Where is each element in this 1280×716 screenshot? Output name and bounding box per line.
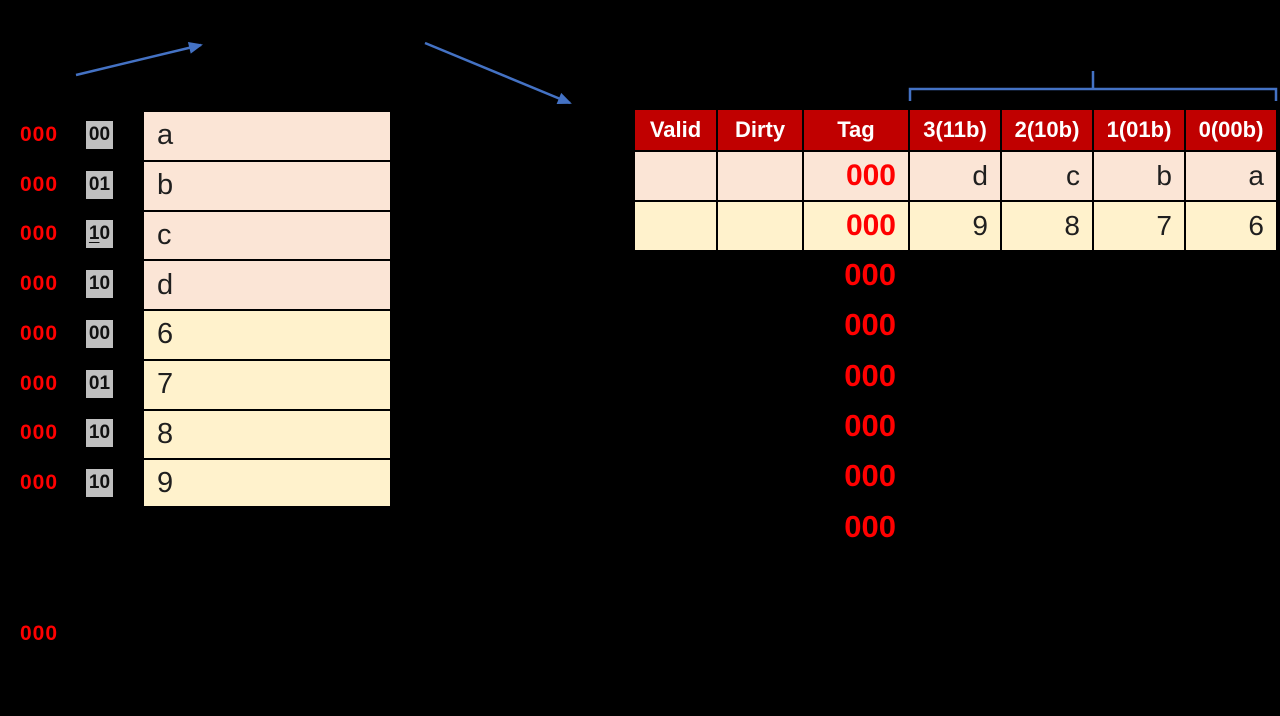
block-bracket-icon	[908, 71, 1278, 101]
memory-offset-badge: 10	[86, 469, 113, 498]
memory-offset-badge: 01	[86, 369, 113, 398]
memory-offset-badge: 00	[86, 319, 113, 348]
cache-data-cell: 8	[1002, 202, 1092, 250]
pending-tag-column: 000 000 000 000 000 000	[804, 250, 908, 552]
memory-offset-badge: 00	[86, 120, 113, 149]
cache-data-cell: b	[1094, 152, 1184, 200]
memory-cell: 7	[142, 358, 392, 409]
memory-offset-rest: 0	[99, 223, 111, 245]
cache-data-cell: c	[1002, 152, 1092, 200]
memory-row: 000 01 b	[0, 159, 400, 210]
memory-cell-value: 8	[157, 417, 174, 450]
memory-row: 000 00 a	[0, 110, 400, 160]
memory-cell-value: 6	[157, 318, 174, 351]
memory-tag-label: 000	[20, 122, 59, 146]
memory-offset-badge: 10	[86, 270, 113, 299]
memory-cell: b	[142, 159, 392, 210]
arrow-address-icon	[75, 41, 203, 77]
memory-tag-label: 000	[20, 471, 59, 495]
cache-data-cell: 6	[1186, 202, 1276, 250]
cache-header-word3: 3(11b)	[910, 110, 1000, 150]
cache-header-dirty: Dirty	[718, 110, 802, 150]
pending-tag-label: 000	[844, 307, 896, 343]
memory-cell-value: 7	[157, 368, 174, 401]
memory-cell: c	[142, 209, 392, 260]
memory-row: 000 10 d	[0, 259, 400, 309]
memory-cell: 6	[142, 309, 392, 359]
memory-cell-value: d	[157, 268, 174, 301]
memory-row: 000 10 8	[0, 408, 400, 459]
cache-header-word1: 1(01b)	[1094, 110, 1184, 150]
memory-cell: a	[142, 110, 392, 160]
pending-tag-label: 000	[844, 257, 896, 293]
memory-cell: d	[142, 259, 392, 309]
pending-tag-label: 000	[844, 508, 896, 544]
cache-data-cell: d	[910, 152, 1000, 200]
cache-tag-cell: 000	[804, 202, 908, 250]
memory-cell-value: b	[157, 169, 174, 202]
cache-header-valid: Valid	[635, 110, 716, 150]
memory-cell: 8	[142, 408, 392, 459]
cache-header-tag: Tag	[804, 110, 908, 150]
memory-offset-underlined-digit: 1	[88, 223, 100, 245]
memory-tag-label: 000	[20, 222, 59, 246]
memory-row: 000 00 6	[0, 309, 400, 359]
cache-valid-cell	[635, 202, 716, 250]
cache-table: Valid Dirty Tag 3(11b) 2(10b) 1(01b) 0(0…	[635, 110, 1276, 250]
cache-header-word0: 0(00b)	[1186, 110, 1276, 150]
cache-dirty-cell	[718, 152, 802, 200]
memory-cell-value: a	[157, 119, 174, 152]
footer-tag-label: 000	[20, 622, 59, 645]
memory-offset-badge: 10	[86, 419, 113, 448]
memory-cell: 9	[142, 458, 392, 508]
memory-tag-label: 000	[20, 421, 59, 445]
cache-data-cell: 7	[1094, 202, 1184, 250]
memory-tag-label: 000	[20, 272, 59, 296]
cache-valid-cell	[635, 152, 716, 200]
arrow-memory-to-cache-icon	[424, 41, 572, 105]
pending-tag-label: 000	[844, 357, 896, 393]
memory-tag-label: 000	[20, 371, 59, 395]
memory-row: 000 10 9	[0, 458, 400, 508]
pending-tag-label: 000	[844, 458, 896, 494]
cache-tag-cell: 000	[804, 152, 908, 200]
memory-cell-value: 9	[157, 466, 174, 499]
cache-data-cell: a	[1186, 152, 1276, 200]
cache-header-word2: 2(10b)	[1002, 110, 1092, 150]
cache-dirty-cell	[718, 202, 802, 250]
pending-tag-label: 000	[844, 408, 896, 444]
cache-data-cell: 9	[910, 202, 1000, 250]
memory-offset-badge: 01	[86, 170, 113, 199]
memory-tag-label: 000	[20, 172, 59, 196]
memory-cell-value: c	[157, 218, 172, 251]
memory-tag-label: 000	[20, 321, 59, 345]
memory-row: 000 01 7	[0, 358, 400, 409]
